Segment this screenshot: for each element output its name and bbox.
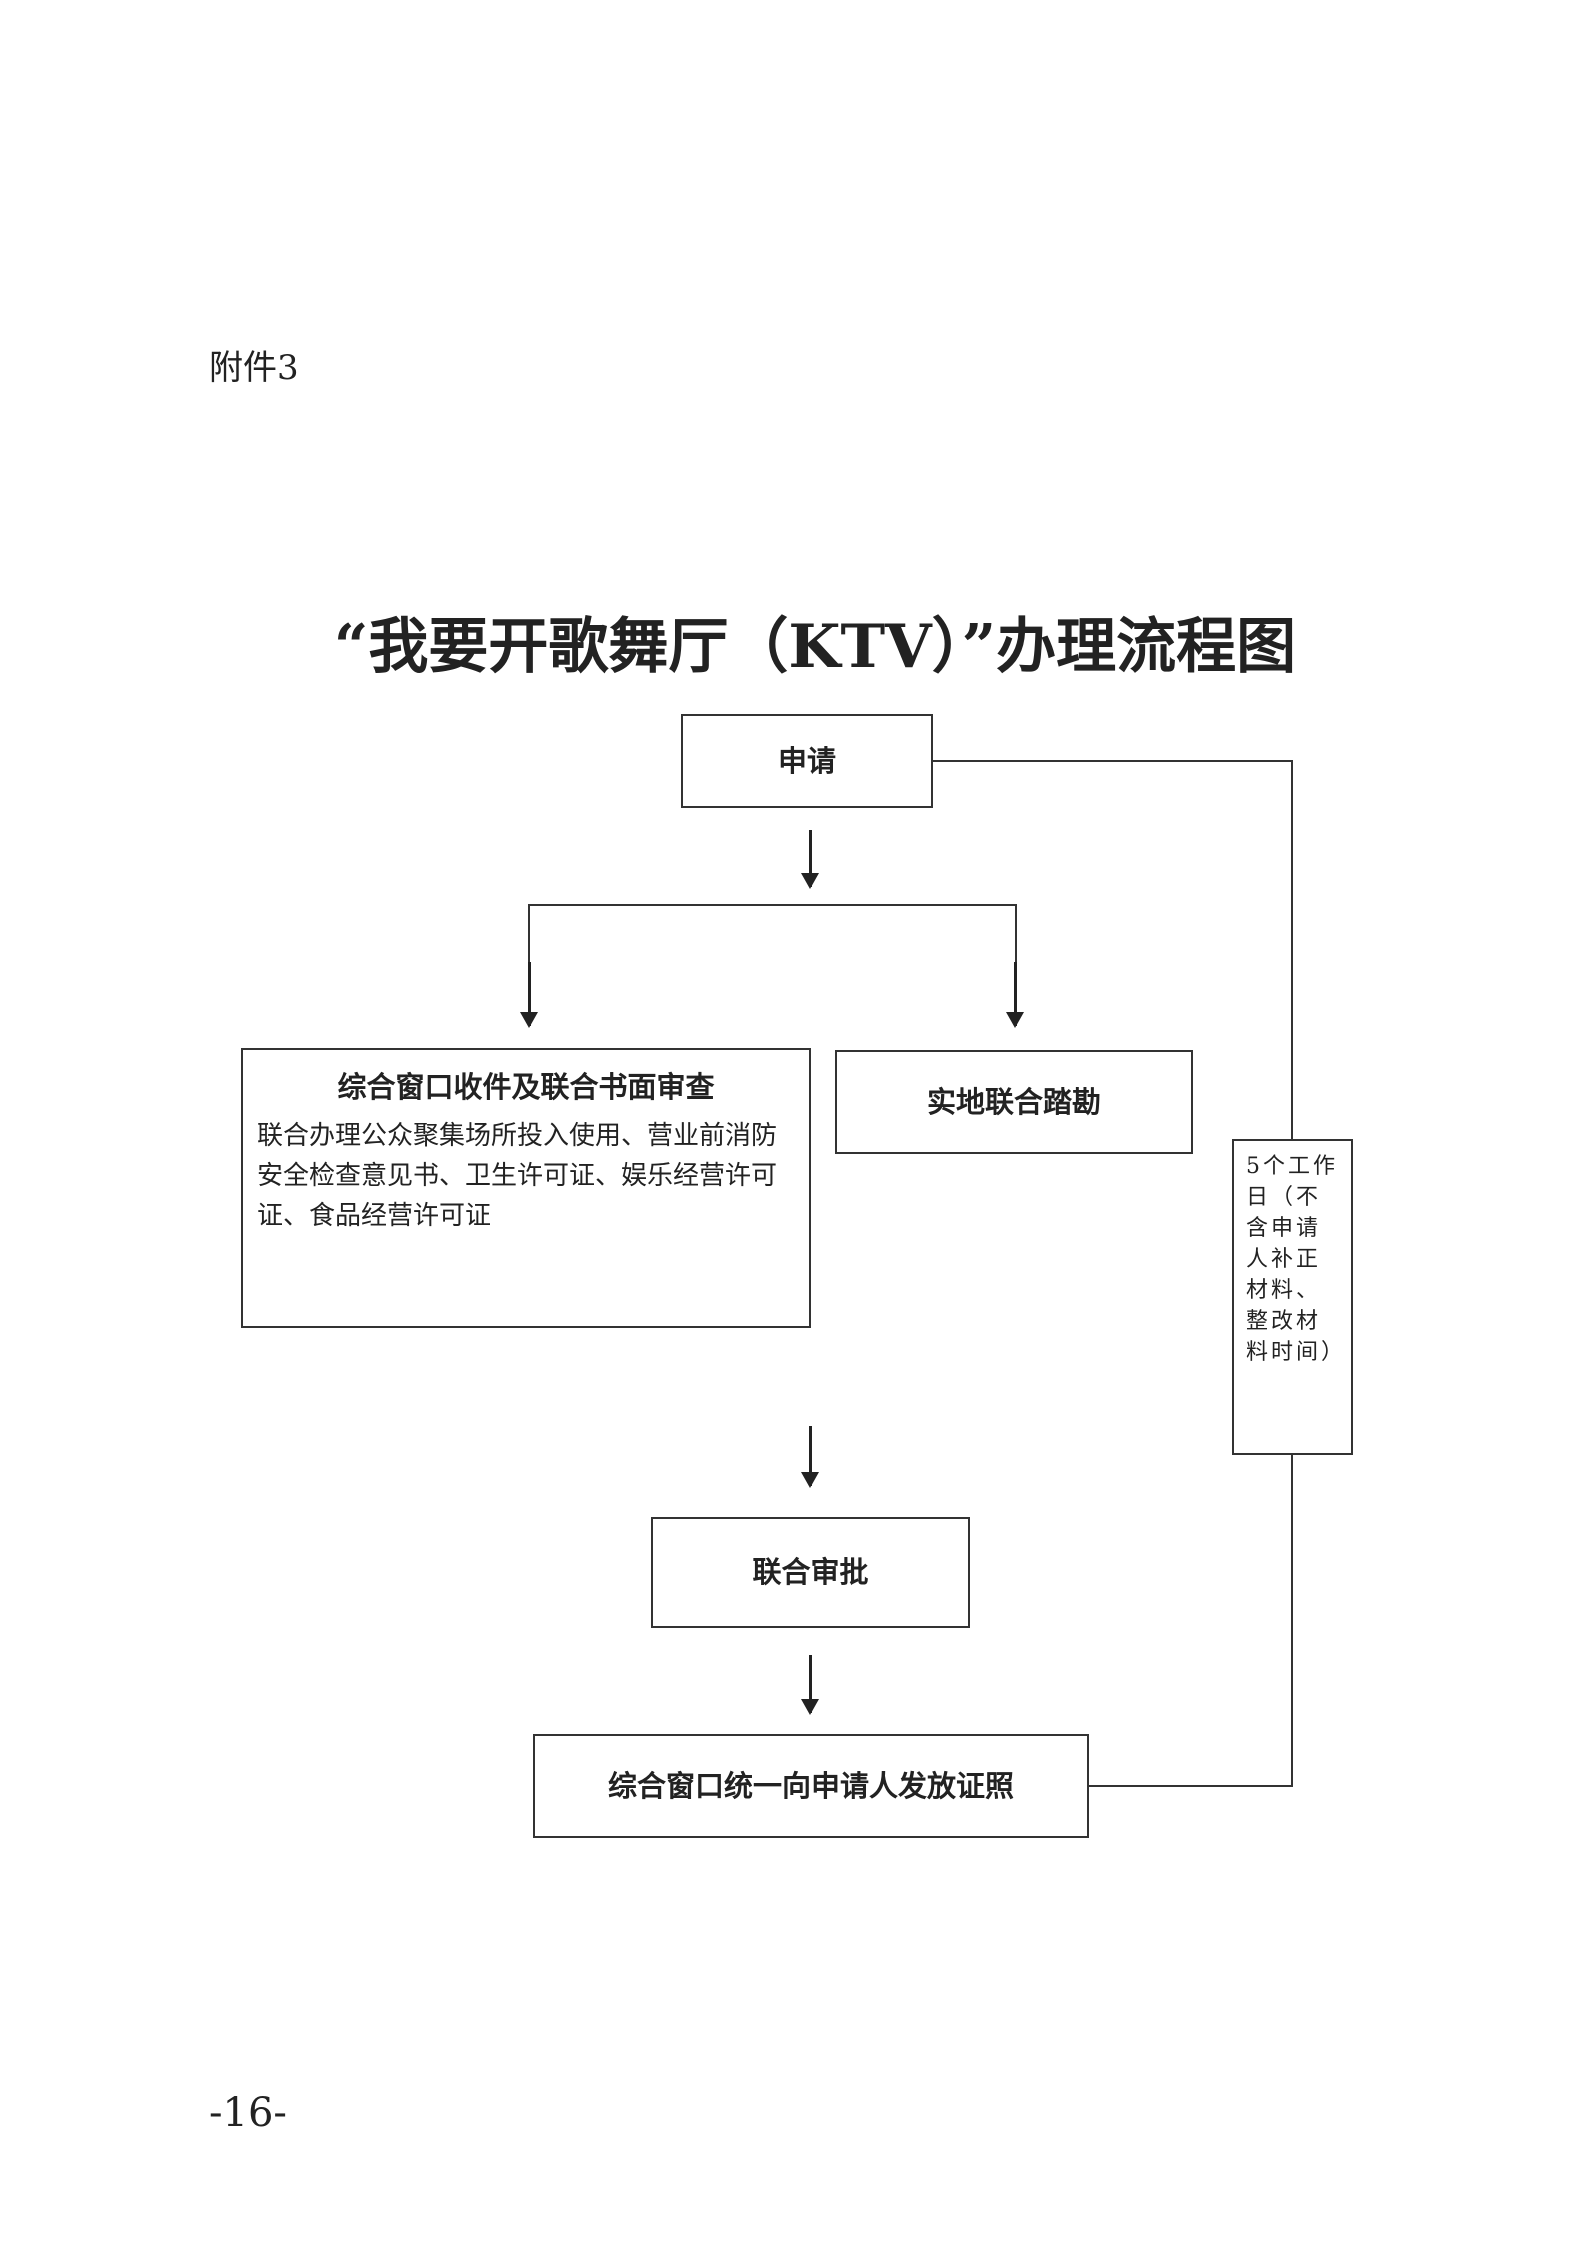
- step-issue-license: 综合窗口统一向申请人发放证照: [533, 1734, 1089, 1838]
- step-window-review-body: 联合办理公众聚集场所投入使用、营业前消防安全检查意见书、卫生许可证、娱乐经营许可…: [257, 1121, 778, 1231]
- step-joint-approval: 联合审批: [651, 1517, 970, 1628]
- arrow-down-icon: [1006, 962, 1024, 1028]
- arrow-down-icon: [801, 830, 819, 889]
- timeline-connector: [1088, 1785, 1293, 1787]
- step-apply: 申请: [681, 714, 933, 808]
- arrow-down-icon: [801, 1655, 819, 1715]
- connector-line: [528, 904, 530, 966]
- time-limit-note: 5个工作日（不含申请人补正材料、整改材料时间）: [1232, 1139, 1353, 1455]
- step-window-review-title: 综合窗口收件及联合书面审查: [337, 1070, 715, 1104]
- connector-line: [1015, 904, 1017, 966]
- arrow-down-icon: [520, 962, 538, 1028]
- page-number: -16-: [209, 2090, 287, 2136]
- page-title: “我要开歌舞厅（KTV）”办理流程图: [333, 612, 1297, 682]
- step-site-inspection: 实地联合踏勘: [835, 1050, 1193, 1154]
- attachment-label: 附件3: [209, 348, 299, 388]
- step-window-review: 综合窗口收件及联合书面审查 联合办理公众聚集场所投入使用、营业前消防安全检查意见…: [241, 1048, 811, 1328]
- branch-connector: [528, 904, 1017, 906]
- arrow-down-icon: [801, 1426, 819, 1488]
- timeline-connector: [932, 760, 1293, 762]
